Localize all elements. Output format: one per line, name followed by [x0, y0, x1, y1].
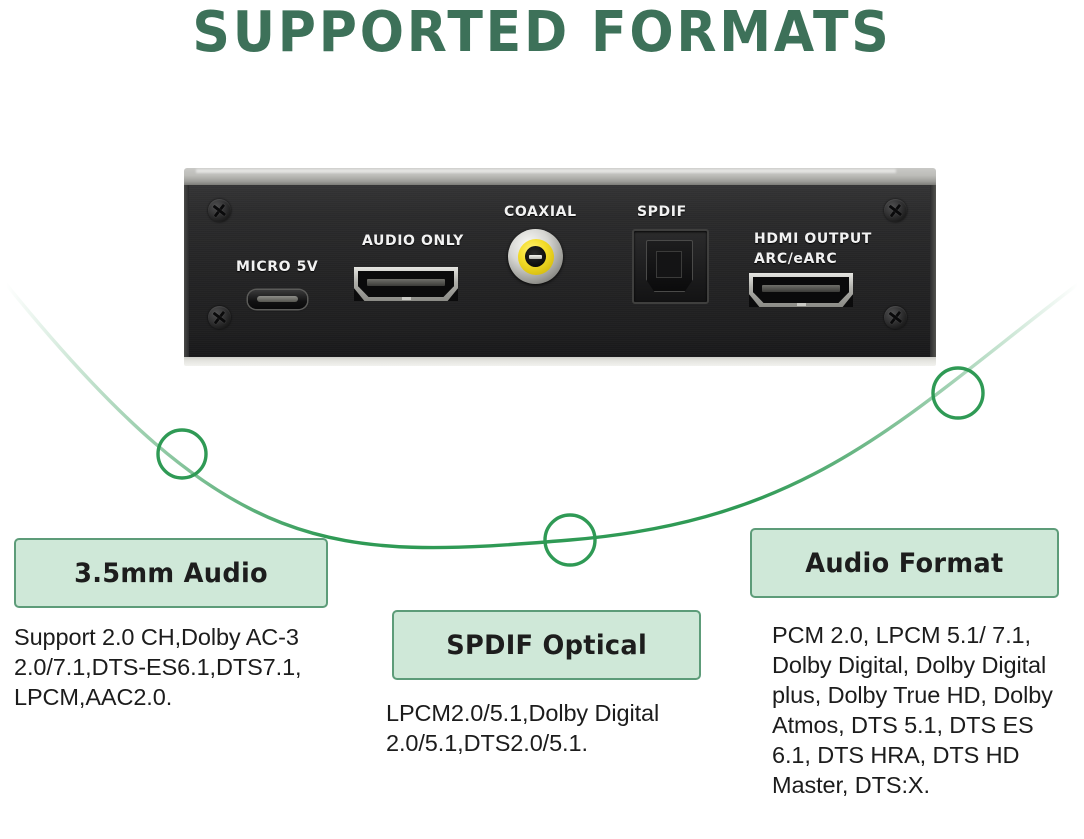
port-hdmi-audio-only [354, 267, 458, 301]
callout-body-spdif-optical: LPCM2.0/5.1,Dolby Digital 2.0/5.1,DTS2.0… [386, 700, 660, 756]
port-spdif-optical [632, 229, 709, 304]
port-label-audio-only: AUDIO ONLY [362, 233, 464, 249]
port-label-coaxial: COAXIAL [504, 204, 577, 220]
screw-bottom-right [884, 306, 907, 329]
callout-body-audio-format: PCM 2.0, LPCM 5.1/ 7.1, Dolby Digital, D… [772, 622, 1053, 798]
hdmi-notch [796, 303, 806, 306]
connector-node-center [543, 513, 597, 567]
callout-title-audio-35mm: 3.5mm Audio [74, 557, 268, 589]
callout-box-audio-format: Audio Format [750, 528, 1059, 598]
port-label-arc-earc: ARC/eARC [754, 251, 838, 267]
port-hdmi-output-arc [749, 273, 853, 307]
callout-body-audio-35mm: Support 2.0 CH,Dolby AC-3 2.0/7.1,DTS-ES… [14, 624, 302, 710]
hdmi-tongue [762, 285, 840, 292]
device-bottom-edge [184, 357, 936, 366]
screw-top-right [884, 199, 907, 222]
callout-box-audio-35mm: 3.5mm Audio [14, 538, 328, 608]
connector-node-left [156, 428, 208, 480]
device-top-highlight [196, 169, 896, 173]
device-faceplate [184, 185, 936, 357]
page-title: SUPPORTED FORMATS [192, 0, 892, 65]
device-left-edge [184, 185, 189, 357]
connector-node-right [931, 366, 985, 420]
hdmi-notch [401, 297, 411, 300]
callout-title-spdif-optical: SPDIF Optical [446, 629, 647, 661]
port-label-hdmi-output: HDMI OUTPUT [754, 231, 872, 247]
port-label-spdif: SPDIF [637, 204, 687, 220]
coaxial-center-pin [529, 254, 542, 259]
port-label-micro-usb: MICRO 5V [236, 259, 319, 275]
screw-bottom-left [208, 306, 231, 329]
device-top-edge [184, 168, 936, 185]
coaxial-center-hole [525, 246, 546, 267]
hdmi-tongue [367, 279, 445, 286]
screw-top-left [208, 199, 231, 222]
port-coaxial-rca [508, 229, 563, 284]
spdif-shutter [646, 240, 693, 292]
coaxial-yellow-ring [517, 238, 554, 275]
callout-box-spdif-optical: SPDIF Optical [392, 610, 701, 680]
port-micro-usb [248, 290, 307, 309]
device-right-edge [930, 185, 936, 357]
device-rear-panel: MICRO 5V AUDIO ONLY COAXIAL SPDIF HDMI O… [184, 168, 936, 366]
callout-title-audio-format: Audio Format [805, 547, 1004, 579]
